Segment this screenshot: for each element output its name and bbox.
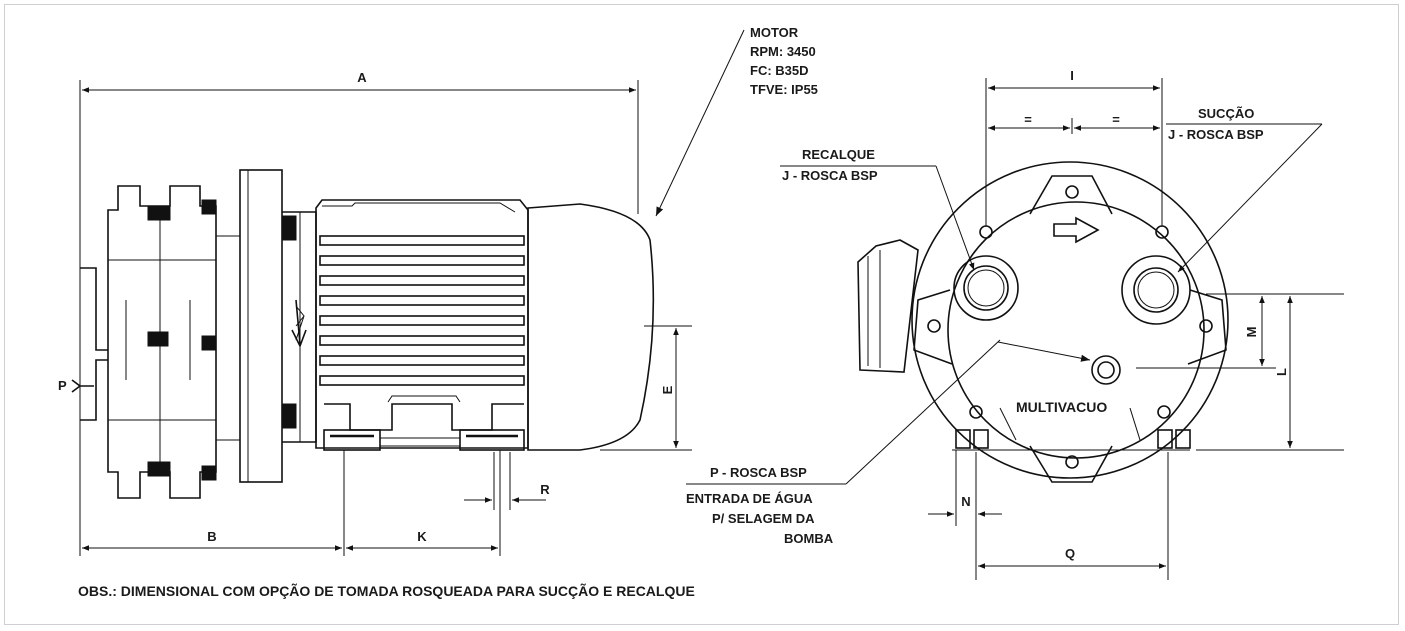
fan-cover [527, 203, 655, 451]
succao-thread-label: J - ROSCA BSP [1168, 127, 1264, 142]
dim-label-n: N [961, 494, 970, 509]
base-feet-lines [330, 434, 518, 447]
dim-label-e: E [660, 385, 675, 394]
dim-label-k: K [417, 529, 427, 544]
bolt-hole-tl [979, 225, 993, 239]
p-rosca-label: P - ROSCA BSP [710, 465, 807, 480]
bottom-lug [1029, 445, 1113, 483]
terminal-box [857, 239, 919, 373]
motor-rpm: RPM: 3450 [750, 44, 816, 59]
dim-label-m: M [1244, 327, 1259, 338]
diagram-frame [4, 4, 1399, 625]
bolt-hole-br [1157, 405, 1171, 419]
dim-label-l: L [1274, 368, 1289, 376]
front-view: I = = M L N Q SUCÇÃO J - ROSCA BSP RECAL… [686, 68, 1344, 580]
p-inlet-arrow [71, 379, 94, 393]
motor-specs: MOTOR RPM: 3450 FC: B35D TFVE: IP55 [750, 25, 818, 97]
entrada-agua-line3: BOMBA [784, 531, 834, 546]
seal-water-inlet [1091, 355, 1121, 385]
entrada-agua-line2: P/ SELAGEM DA [712, 511, 815, 526]
housing-outer [911, 161, 1229, 479]
motor-leader-line [655, 29, 745, 217]
recalque-label: RECALQUE [802, 147, 875, 162]
recalque-thread-label: J - ROSCA BSP [782, 168, 878, 183]
motor-body [291, 199, 529, 451]
p-rosca-leader [845, 339, 1001, 485]
succao-label: SUCÇÃO [1198, 106, 1254, 121]
entrada-agua-line1: ENTRADA DE ÁGUA [686, 491, 813, 506]
bolt-hole-bl [969, 405, 983, 419]
front-extension-lines [955, 78, 1344, 580]
flange [239, 169, 317, 483]
motor-fc: FC: B35D [750, 63, 809, 78]
motor-title: MOTOR [750, 25, 799, 40]
top-lug [1029, 175, 1113, 215]
flow-direction-icon [1053, 216, 1100, 244]
cooling-fins [319, 235, 525, 386]
dim-label-eq-right: = [1112, 112, 1120, 127]
succao-leader [1177, 123, 1323, 273]
side-view: A B K R E P MOTOR RPM: 3450 FC: B35D TFV… [58, 25, 818, 556]
discharge-port [953, 255, 1019, 321]
suction-port [1121, 255, 1191, 325]
dim-label-a: A [357, 70, 367, 85]
dim-label-i: I [1070, 68, 1074, 83]
multivacuo-arrow [997, 341, 1091, 362]
multivacuo-label: MULTIVACUO [1016, 399, 1107, 415]
motor-tfve: TFVE: IP55 [750, 82, 818, 97]
dim-label-r: R [540, 482, 550, 497]
dim-label-q: Q [1065, 546, 1075, 561]
dim-label-eq-left: = [1024, 112, 1032, 127]
recalque-leader [935, 165, 975, 271]
dim-label-p: P [58, 378, 67, 393]
pump-body [80, 185, 240, 499]
right-lug [1187, 289, 1227, 365]
dim-label-b: B [207, 529, 216, 544]
extension-lines [79, 80, 692, 556]
left-lug [913, 289, 953, 365]
obs-note: OBS.: DIMENSIONAL COM OPÇÃO DE TOMADA RO… [78, 582, 695, 599]
base-feet [952, 407, 1191, 451]
